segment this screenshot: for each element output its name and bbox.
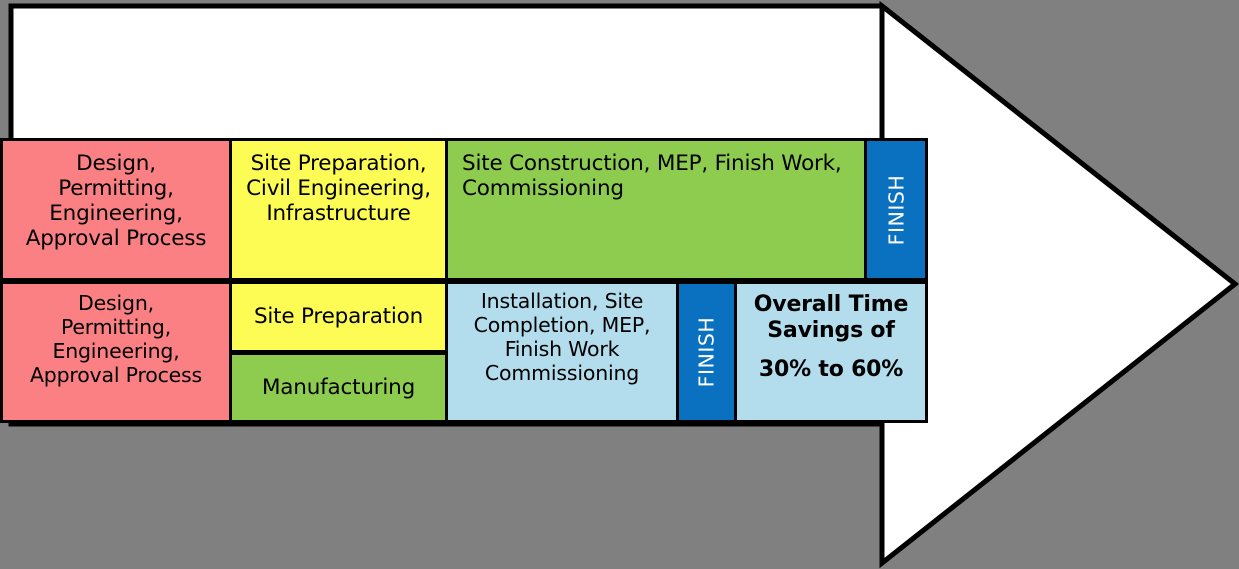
cell-text: Site Preparation xyxy=(253,304,424,330)
cell-modular-finish: FINISH xyxy=(676,281,737,423)
cell-text: Manufacturing xyxy=(261,374,416,400)
spacer xyxy=(743,345,919,357)
finish-label: FINISH xyxy=(884,174,909,245)
cell-text: Design,Permitting,Engineering,Approval P… xyxy=(25,151,207,252)
cell-traditional-site-construction: Site Construction, MEP, Finish Work,Comm… xyxy=(445,138,867,281)
cell-traditional-site-preparation: Site Preparation,Civil Engineering,Infra… xyxy=(229,138,448,281)
arrowhead-triangle xyxy=(879,0,1239,569)
finish-label: FINISH xyxy=(694,316,719,388)
cell-text: Design,Permitting,Engineering,Approval P… xyxy=(29,291,203,387)
cell-text: Site Construction, MEP, Finish Work,Comm… xyxy=(462,151,842,202)
cell-modular-design: Design,Permitting,Engineering,Approval P… xyxy=(0,281,232,423)
cell-traditional-design: Design,Permitting,Engineering,Approval P… xyxy=(0,138,232,281)
cell-traditional-finish: FINISH xyxy=(864,138,928,281)
cell-modular-manufacturing: Manufacturing xyxy=(229,352,448,423)
cell-text: Site Preparation,Civil Engineering,Infra… xyxy=(246,151,431,227)
cell-modular-site-preparation: Site Preparation xyxy=(229,281,448,353)
